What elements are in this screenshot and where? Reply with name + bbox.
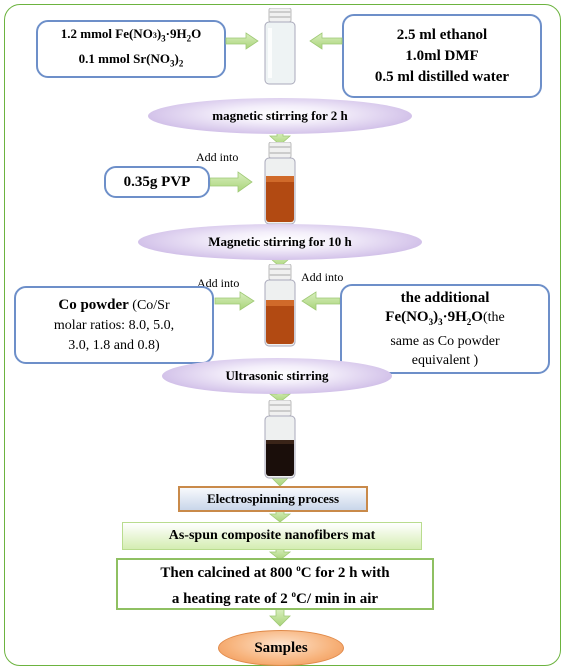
fe-box-line1: the additional <box>400 289 490 306</box>
fe-box-line2: Fe(NO3)3·9H2O(the <box>385 308 505 327</box>
vial-empty <box>264 8 296 85</box>
step-magnetic-stirring-10h: Magnetic stirring for 10 h <box>138 224 422 260</box>
step-magnetic-stirring-2h: magnetic stirring for 2 h <box>148 98 412 134</box>
calcination-line1: Then calcined at 800 oC for 2 h with <box>160 563 390 581</box>
as-spun-mat-box: As-spun composite nanofibers mat <box>122 522 422 550</box>
arrow-right-co <box>214 291 255 311</box>
add-into-label-1: Add into <box>196 150 239 164</box>
iron-nitrate-line: 1.2 mmol Fe(NO3)3·9H2O <box>60 26 202 44</box>
calcination-line2: a heating rate of 2 oC/ min in air <box>171 589 379 607</box>
electrospinning-process-box: Electrospinning process <box>178 486 368 512</box>
arrow-right-1 <box>225 32 259 50</box>
vial-dark-solution <box>264 400 296 479</box>
vial-orange-solution <box>264 142 296 225</box>
iron-strontium-nitrate-box: 1.2 mmol Fe(NO3)3·9H2O 0.1 mmol Sr(NO3)2 <box>36 20 226 78</box>
arrow-left-fe <box>301 291 341 311</box>
additional-iron-nitrate-box: the additional Fe(NO3)3·9H2O(the same as… <box>340 284 550 374</box>
co-powder-line3: 3.0, 1.8 and 0.8) <box>68 337 160 353</box>
vial-orange-solution-2 <box>264 264 296 347</box>
arrow-down-7 <box>269 608 291 627</box>
strontium-nitrate-line: 0.1 mmol Sr(NO3)2 <box>78 51 184 69</box>
arrow-right-pvp <box>209 171 253 193</box>
co-powder-box: Co powder (Co/Sr molar ratios: 8.0, 5.0,… <box>14 286 214 364</box>
co-powder-line1: Co powder (Co/Sr <box>58 296 170 313</box>
solvent-ethanol: 2.5 ml ethanol <box>396 26 488 43</box>
calcination-box: Then calcined at 800 oC for 2 h with a h… <box>116 558 434 610</box>
solvent-water: 0.5 ml distilled water <box>374 68 510 85</box>
fe-box-line4: equivalent ) <box>411 352 479 368</box>
pvp-box: 0.35g PVP <box>104 166 210 198</box>
co-powder-line2: molar ratios: 8.0, 5.0, <box>53 317 175 333</box>
arrow-left-1 <box>309 32 343 50</box>
add-into-label-3: Add into <box>301 270 344 284</box>
step-ultrasonic-stirring: Ultrasonic stirring <box>162 358 392 394</box>
solvent-box: 2.5 ml ethanol 1.0ml DMF 0.5 ml distille… <box>342 14 542 98</box>
fe-box-line3: same as Co powder <box>390 333 500 349</box>
samples-ellipse: Samples <box>218 630 344 666</box>
solvent-dmf: 1.0ml DMF <box>405 47 479 64</box>
